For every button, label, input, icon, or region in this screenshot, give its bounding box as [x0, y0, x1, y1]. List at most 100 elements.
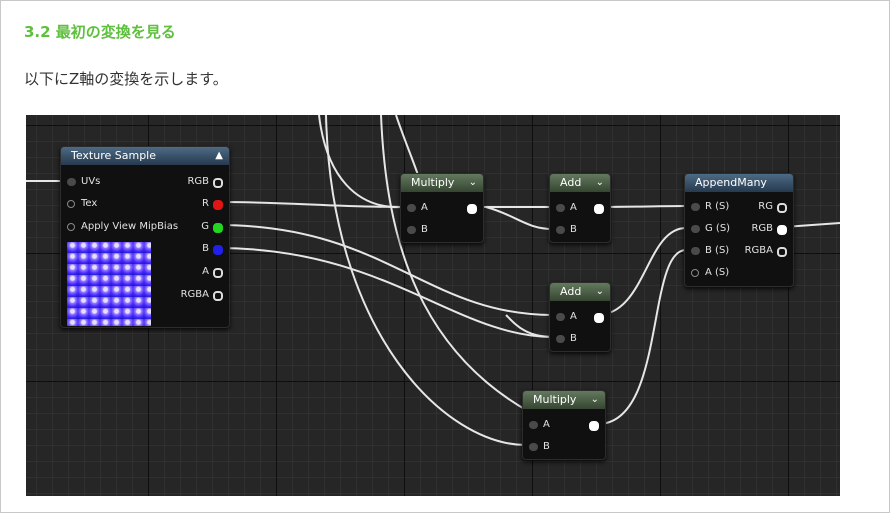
pin-icon: [67, 223, 75, 231]
node-header[interactable]: Add ⌄: [550, 283, 610, 301]
pin-icon: [556, 313, 565, 321]
pin-icon: [691, 225, 700, 233]
wire-b: [217, 247, 554, 338]
node-multiply[interactable]: Multiply ⌄ A B: [400, 173, 484, 243]
pin-icon: [407, 204, 416, 212]
pin-label: B: [202, 243, 209, 254]
pin-icon: [213, 223, 223, 233]
pin-icon: [213, 291, 223, 301]
pin-label: R (S): [705, 201, 730, 212]
pin-input[interactable]: G (S): [691, 221, 730, 237]
node-add[interactable]: Add ⌄ A B: [549, 173, 611, 243]
pin-output[interactable]: RGBA: [745, 243, 787, 259]
pin-label: A: [570, 311, 577, 322]
pin-label: B: [570, 333, 577, 344]
wire-mul2-append: [597, 249, 687, 425]
pin-input[interactable]: B: [556, 331, 577, 347]
wire-r: [217, 201, 405, 208]
pin-icon: [67, 200, 75, 208]
pin-label: RG: [758, 201, 773, 212]
pin-output[interactable]: R: [202, 196, 223, 212]
pin-icon: [777, 203, 787, 213]
pin-label: RGB: [751, 223, 773, 234]
pin-input[interactable]: B: [529, 439, 550, 455]
node-header[interactable]: Texture Sample ▲: [61, 147, 229, 165]
wire-top-curve-4: [325, 115, 527, 446]
pin-label: B: [570, 224, 577, 235]
pin-label: B (S): [705, 245, 730, 256]
pin-output[interactable]: RGBA: [181, 287, 223, 303]
pin-label: RGBA: [744, 245, 773, 256]
pin-label: A: [202, 266, 209, 277]
pin-output[interactable]: RGB: [187, 174, 223, 190]
pin-input[interactable]: R (S): [691, 199, 729, 215]
pin-output[interactable]: [451, 200, 477, 216]
material-graph[interactable]: Texture Sample ▲ UVs Tex Apply View MipB…: [26, 115, 840, 496]
pin-icon: [407, 226, 416, 234]
pin-icon: [213, 200, 223, 210]
pin-input[interactable]: Apply View MipBias: [67, 219, 178, 235]
pin-output[interactable]: RGB: [751, 221, 787, 237]
pin-icon: [556, 226, 565, 234]
pin-output[interactable]: RG: [758, 199, 787, 215]
node-add[interactable]: Add ⌄ A B: [549, 282, 611, 352]
pin-input[interactable]: B (S): [691, 243, 729, 259]
pin-input[interactable]: A: [556, 309, 577, 325]
pin-label: B: [543, 441, 550, 452]
node-title: Texture Sample: [71, 149, 157, 162]
pin-icon: [594, 204, 604, 214]
pin-label: A: [570, 202, 577, 213]
pin-label: Tex: [81, 198, 98, 209]
pin-icon: [777, 247, 787, 257]
pin-label: A (S): [705, 267, 730, 278]
section-heading: 3.2 最初の変換を見る: [24, 23, 176, 41]
pin-label: G: [201, 221, 209, 232]
section-paragraph: 以下にZ軸の変換を示します。: [24, 70, 228, 88]
pin-input[interactable]: UVs: [67, 174, 100, 190]
pin-input[interactable]: Tex: [67, 196, 97, 212]
chevron-down-icon[interactable]: ⌄: [595, 286, 604, 297]
pin-output[interactable]: [573, 417, 599, 433]
node-header[interactable]: AppendMany: [685, 174, 793, 192]
chevron-down-icon[interactable]: ⌄: [595, 177, 604, 188]
node-texture-sample[interactable]: Texture Sample ▲ UVs Tex Apply View MipB…: [60, 146, 230, 328]
wire-add2-append: [596, 227, 687, 316]
pin-icon: [529, 421, 538, 429]
pin-output[interactable]: B: [202, 241, 223, 257]
pin-icon: [556, 335, 565, 343]
pin-input[interactable]: A (S): [691, 265, 729, 281]
pin-label: G (S): [705, 223, 731, 234]
node-header[interactable]: Multiply ⌄: [523, 391, 605, 409]
pin-label: RGBA: [180, 289, 209, 300]
node-header[interactable]: Add ⌄: [550, 174, 610, 192]
pin-label: A: [421, 202, 428, 213]
pin-input[interactable]: B: [407, 222, 428, 238]
wire-add2-b: [505, 314, 554, 338]
pin-input[interactable]: A: [556, 200, 577, 216]
chevron-down-icon[interactable]: ⌄: [468, 177, 477, 188]
wire-top-curve-1: [318, 115, 405, 209]
pin-icon: [594, 313, 604, 323]
pin-output[interactable]: G: [201, 219, 223, 235]
pin-icon: [67, 178, 76, 186]
pin-output[interactable]: [578, 309, 604, 325]
pin-label: B: [421, 224, 428, 235]
pin-input[interactable]: A: [529, 417, 550, 433]
node-title: AppendMany: [695, 176, 767, 189]
collapse-icon[interactable]: ▲: [215, 150, 223, 161]
pin-icon: [213, 178, 223, 188]
node-header[interactable]: Multiply ⌄: [401, 174, 483, 192]
pin-output[interactable]: A: [202, 264, 223, 280]
pin-icon: [556, 204, 565, 212]
pin-icon: [213, 245, 223, 255]
node-append-many[interactable]: AppendMany R (S) G (S) B (S) A (S) RG RG…: [684, 173, 794, 287]
node-title: Multiply: [411, 176, 455, 189]
pin-input[interactable]: B: [556, 222, 577, 238]
pin-label: RGB: [187, 176, 209, 187]
chevron-down-icon[interactable]: ⌄: [590, 394, 599, 405]
node-multiply[interactable]: Multiply ⌄ A B: [522, 390, 606, 460]
pin-input[interactable]: A: [407, 200, 428, 216]
pin-label: UVs: [81, 176, 101, 187]
pin-output[interactable]: [578, 200, 604, 216]
pin-icon: [467, 204, 477, 214]
